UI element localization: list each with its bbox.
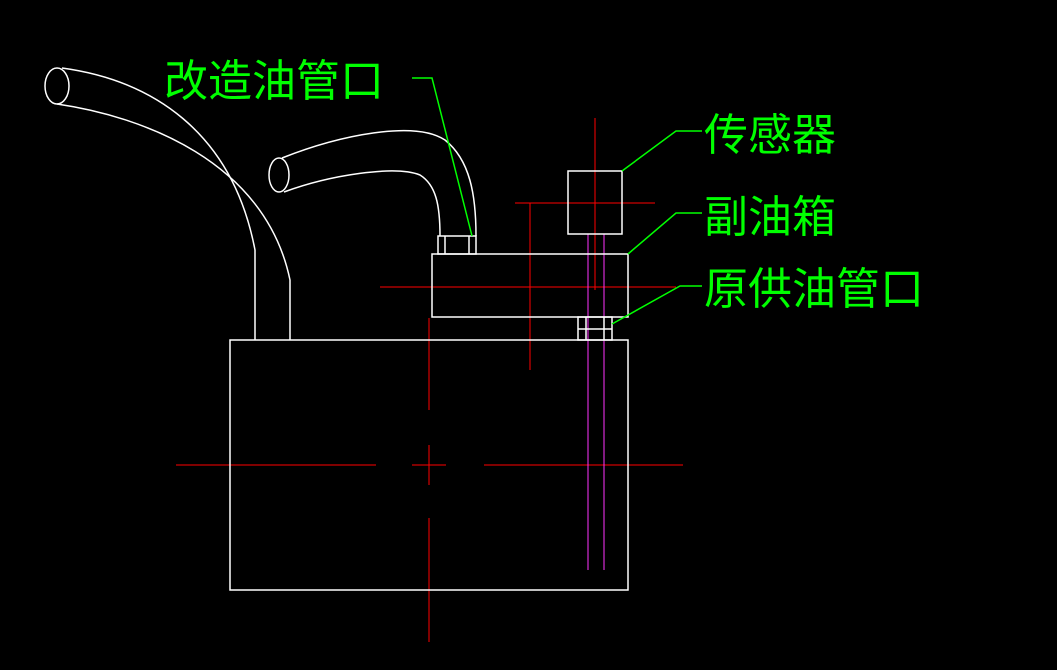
label-original-oil-supply-port: 原供油管口 [704,264,924,315]
leader-auxiliary-oil-tank [627,212,702,255]
leader-original-oil-supply-port [611,285,702,325]
sensor-body [567,170,623,235]
small-pipe-lower-edge [283,170,441,237]
small-pipe-upper-edge [281,129,477,237]
label-modified-oil-pipe-port: 改造油管口 [164,56,384,107]
small-pipe-end [268,157,290,193]
sensor-rod [587,234,605,570]
main-oil-tank [229,339,629,591]
big-pipe-inner-edge [56,103,291,340]
label-auxiliary-oil-tank: 副油箱 [704,192,836,243]
outlines [44,67,629,591]
big-pipe-outer-edge [61,67,256,340]
label-sensor: 传感器 [704,110,836,161]
leader-lines [412,77,702,325]
leader-sensor [621,130,702,172]
centerlines [176,118,683,642]
auxiliary-oil-tank [431,253,629,318]
leader-modified-oil-pipe-port [412,77,473,237]
